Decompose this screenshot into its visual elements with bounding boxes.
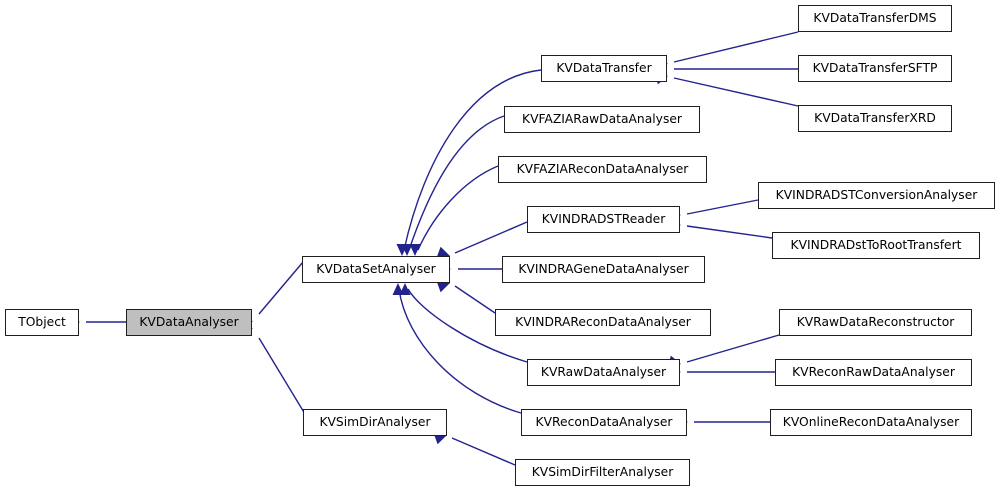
class-node-label: KVRawDataReconstructor xyxy=(796,315,955,330)
edge-kvindradstreader-to-kvdatasetanalyser xyxy=(454,221,528,254)
class-node-label: KVDataSetAnalyser xyxy=(316,262,436,277)
class-node-label: KVINDRADSTReader xyxy=(541,212,666,227)
edge-kvsimdirfilteranalyser-to-kvsimdiranalyser xyxy=(451,437,516,466)
class-node-kvdatatransfersftp[interactable]: KVDataTransferSFTP xyxy=(798,55,952,82)
arrowhead-kvfaziarawdataanalyser-to-kvdatasetanalyser xyxy=(401,244,413,256)
class-node-label: KVINDRADSTConversionAnalyser xyxy=(775,188,978,203)
class-node-tobject[interactable]: TObject xyxy=(5,309,79,336)
class-node-kvindrarecondataanalyser[interactable]: KVINDRAReconDataAnalyser xyxy=(495,309,711,336)
class-node-label: TObject xyxy=(18,315,66,330)
class-node-kvsimdiranalyser[interactable]: KVSimDirAnalyser xyxy=(303,409,447,436)
edge-kvfaziarecondataanalyser-to-kvdatasetanalyser xyxy=(417,165,499,251)
class-node-kvdatatransfer[interactable]: KVDataTransfer xyxy=(541,55,667,82)
edge-kvdatatransferdms-to-kvdatatransfer xyxy=(673,31,799,63)
class-node-kvfaziarawdataanalyser[interactable]: KVFAZIARawDataAnalyser xyxy=(504,106,700,133)
class-node-label: KVINDRADstToRootTransfert xyxy=(790,238,962,253)
class-node-label: KVRawDataAnalyser xyxy=(540,365,667,380)
edge-kvindrarecondataanalyser-to-kvdatasetanalyser xyxy=(454,285,496,314)
class-node-label: KVDataTransferSFTP xyxy=(812,61,938,76)
class-node-kvindragenedataanalyser[interactable]: KVINDRAGeneDataAnalyser xyxy=(502,256,705,283)
class-node-kvindradstconversionanalyser[interactable]: KVINDRADSTConversionAnalyser xyxy=(758,182,995,209)
class-node-label: KVReconRawDataAnalyser xyxy=(792,365,955,380)
class-node-label: KVFAZIARawDataAnalyser xyxy=(522,112,682,127)
class-node-kvrecondataanalyser[interactable]: KVReconDataAnalyser xyxy=(521,409,687,436)
class-node-kvreconrawdataanalyser[interactable]: KVReconRawDataAnalyser xyxy=(775,359,972,386)
edge-kvindradsttoroottransfert-to-kvindradstreader xyxy=(686,225,773,239)
class-node-kvdataanalyser[interactable]: KVDataAnalyser xyxy=(126,309,252,336)
edge-kvdatasetanalyser-to-kvdataanalyser xyxy=(258,261,304,315)
class-node-label: KVDataTransfer xyxy=(556,61,652,76)
class-node-label: KVOnlineReconDataAnalyser xyxy=(782,415,960,430)
class-node-kvfaziarecondataanalyser[interactable]: KVFAZIAReconDataAnalyser xyxy=(498,156,707,183)
edge-kvrecondataanalyser-to-kvdatasetanalyser xyxy=(398,288,522,414)
class-node-kvdatatransferxrd[interactable]: KVDataTransferXRD xyxy=(798,105,952,132)
class-node-label: KVFAZIAReconDataAnalyser xyxy=(516,162,689,177)
class-node-kvrawdataanalyser[interactable]: KVRawDataAnalyser xyxy=(527,359,680,386)
class-node-label: KVDataTransferDMS xyxy=(813,11,937,26)
edge-kvsimdiranalyser-to-kvdataanalyser xyxy=(258,337,306,415)
edge-kvfaziarawdataanalyser-to-kvdatasetanalyser xyxy=(408,115,505,251)
arrowhead-kvrecondataanalyser-to-kvdatasetanalyser xyxy=(392,283,404,295)
edge-kvindradstconversionanalyser-to-kvindradstreader xyxy=(686,199,759,215)
class-node-kvsimdirfilteranalyser[interactable]: KVSimDirFilterAnalyser xyxy=(515,459,690,486)
class-node-label: KVDataTransferXRD xyxy=(814,111,936,126)
arrowhead-kvdatatransfer-to-kvdatasetanalyser xyxy=(396,244,408,256)
arrowhead-kvfaziarecondataanalyser-to-kvdatasetanalyser xyxy=(409,244,421,256)
class-node-kvindradstreader[interactable]: KVINDRADSTReader xyxy=(527,206,680,233)
class-node-label: KVINDRAGeneDataAnalyser xyxy=(518,262,689,277)
class-node-kvrawdatareconstructor[interactable]: KVRawDataReconstructor xyxy=(779,309,972,336)
arrowhead-kvrawdataanalyser-to-kvdatasetanalyser xyxy=(399,283,411,295)
class-node-kvdatasetanalyser[interactable]: KVDataSetAnalyser xyxy=(302,256,450,283)
edge-kvrawdatareconstructor-to-kvrawdataanalyser xyxy=(686,334,780,363)
class-node-label: KVSimDirAnalyser xyxy=(319,415,431,430)
class-node-kvonlinerecondataanalyser[interactable]: KVOnlineReconDataAnalyser xyxy=(770,409,972,436)
class-node-kvdatatransferdms[interactable]: KVDataTransferDMS xyxy=(798,5,952,32)
class-node-label: KVINDRAReconDataAnalyser xyxy=(515,315,691,330)
class-node-label: KVReconDataAnalyser xyxy=(535,415,673,430)
class-node-label: KVDataAnalyser xyxy=(139,315,239,330)
class-node-kvindradsttoroottransfert[interactable]: KVINDRADstToRootTransfert xyxy=(772,232,980,259)
edge-kvdatatransferxrd-to-kvdatatransfer xyxy=(673,77,799,107)
class-node-label: KVSimDirFilterAnalyser xyxy=(531,465,674,480)
